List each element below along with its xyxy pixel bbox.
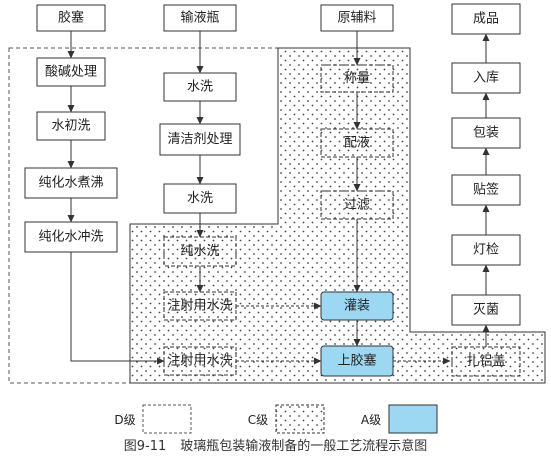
figure-number: 图9-11	[123, 439, 167, 454]
sterilization-label: 灭菌	[473, 303, 499, 318]
legend-a-grade-swatch	[388, 404, 438, 434]
bottle-step-3-label: 水洗	[187, 191, 213, 206]
finished-product-label: 成品	[473, 12, 499, 27]
legend-d-grade-swatch	[142, 404, 192, 434]
stopper-step-1-node: 酸碱处理	[36, 57, 106, 87]
bottle-step-5-node: 注射用水洗	[163, 291, 237, 321]
stopper-header-label: 胶塞	[58, 10, 84, 26]
legend-c-grade-swatch	[275, 404, 325, 434]
stopper-column: 胶塞 酸碱处理 水初洗 纯化水煮沸 纯化水冲洗	[24, 4, 118, 253]
stopper-step-3-label: 纯化水煮沸	[38, 176, 103, 191]
bottle-step-6-node: 注射用水洗	[163, 346, 237, 376]
storage-label: 入库	[473, 70, 499, 86]
legend-a-grade-label: A级	[361, 413, 381, 427]
packaging-node: 包装	[451, 117, 521, 149]
arrow-stopper-to-final-rinse	[70, 252, 165, 365]
legend-d-grade-label: D级	[114, 413, 135, 427]
legend-c-grade-label: C级	[248, 413, 268, 427]
capping-label: 扎铝盖	[466, 354, 505, 369]
storage-node: 入库	[451, 62, 521, 94]
bottle-step-1-node: 水洗	[163, 72, 237, 102]
bottle-step-2-label: 清洁剂处理	[167, 132, 232, 147]
bottle-step-2-node: 清洁剂处理	[159, 123, 241, 156]
inspection-node: 灯检	[451, 234, 521, 266]
material-step-1-label: 称量	[344, 71, 370, 86]
material-step-2-node: 配液	[320, 128, 394, 158]
stoppering-node-label: 上胶塞	[337, 353, 376, 369]
bottle-step-6-label: 注射用水洗	[167, 353, 232, 369]
material-header-label: 原辅料	[337, 11, 376, 26]
c-grade-zone	[129, 47, 546, 384]
finished-product-node: 成品	[451, 3, 521, 35]
material-column: 原辅料 称量 配液 过滤 灌装 上胶塞	[320, 4, 394, 377]
stopper-header-node: 胶塞	[36, 4, 106, 32]
stoppering-node-box	[320, 345, 394, 377]
packaging-label: 包装	[473, 126, 499, 141]
figure-caption: 图9-11 玻璃瓶包装输液制备的一般工艺流程示意图	[0, 435, 551, 454]
stoppering-node: 上胶塞	[320, 345, 394, 377]
connectors	[67, 31, 490, 365]
sterilization-node: 灭菌	[451, 294, 521, 326]
material-step-3-node: 过滤	[320, 190, 394, 220]
stopper-step-2-node: 水初洗	[36, 111, 106, 141]
bottle-column: 输液瓶 水洗 清洁剂处理 水洗 纯水洗 注射用水洗	[159, 4, 241, 376]
finishing-column: 成品 入库 包装 贴签 灯检 灭菌	[451, 3, 521, 377]
stopper-step-4-label: 纯化水冲洗	[38, 230, 103, 245]
labeling-label: 贴签	[473, 182, 499, 198]
legend: D级 C级 A级	[114, 404, 438, 434]
filling-node-box	[320, 291, 394, 321]
labeling-node: 贴签	[451, 174, 521, 206]
bottle-step-3-node: 水洗	[163, 183, 237, 214]
bottle-step-4-label: 纯水洗	[180, 244, 219, 259]
stopper-step-1-label: 酸碱处理	[45, 65, 97, 80]
stopper-step-3-node: 纯化水煮沸	[24, 167, 118, 199]
bottle-step-4-node: 纯水洗	[163, 236, 237, 267]
stopper-step-4-node: 纯化水冲洗	[24, 221, 118, 253]
stopper-step-2-label: 水初洗	[51, 119, 90, 134]
material-step-1-node: 称量	[320, 64, 394, 93]
material-step-3-label: 过滤	[344, 198, 370, 213]
bottle-step-5-label: 注射用水洗	[167, 298, 232, 314]
bottle-step-1-label: 水洗	[187, 80, 213, 95]
material-step-2-label: 配液	[344, 136, 370, 151]
figure-title: 玻璃瓶包装输液制备的一般工艺流程示意图	[180, 439, 428, 454]
filling-node: 灌装	[320, 291, 394, 321]
capping-node: 扎铝盖	[451, 346, 521, 377]
bottle-header-node: 输液瓶	[163, 4, 237, 32]
inspection-label: 灯检	[473, 243, 499, 258]
filling-node-label: 灌装	[344, 299, 370, 314]
bottle-header-label: 输液瓶	[180, 10, 219, 26]
material-header-node: 原辅料	[320, 4, 394, 32]
